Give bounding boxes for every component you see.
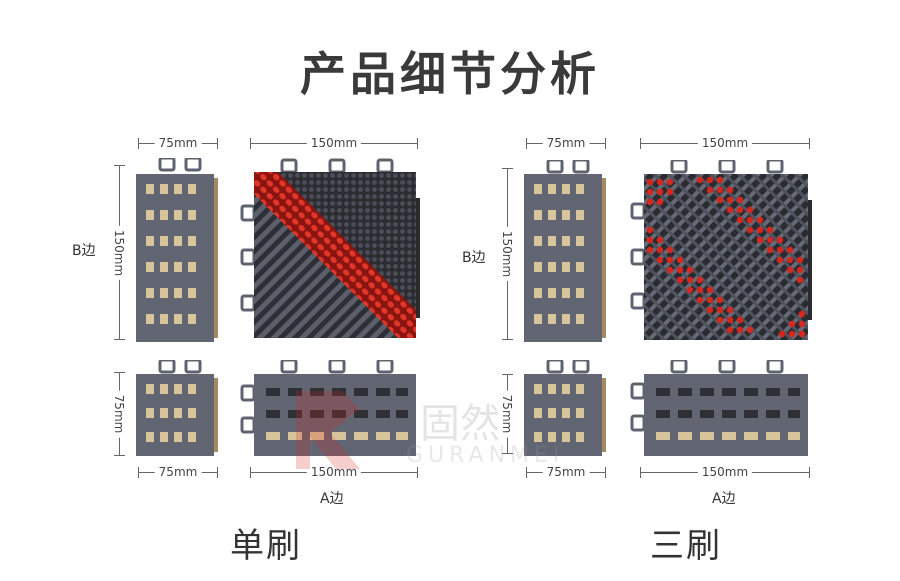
tile-wide-single: [240, 360, 416, 456]
dim-width-75-bottom-left: 75mm: [138, 465, 218, 479]
tile-wide-triple: [630, 360, 808, 456]
dim-height-75-left: 75mm: [112, 372, 126, 456]
b-side-label-right: B边: [462, 250, 486, 266]
dim-height-75-right: 75mm: [500, 374, 514, 454]
dim-width-150-bottom-left: 150mm: [250, 465, 418, 479]
dim-width-75-bottom-right: 75mm: [526, 465, 606, 479]
dim-height-150-left: 150mm: [112, 165, 126, 340]
dim-width-150-bottom-right: 150mm: [640, 465, 810, 479]
b-side-label-left: B边: [72, 243, 96, 259]
tile-narrow-tall-single: [136, 158, 218, 342]
brand-watermark: 固然 GURANMEI: [290, 385, 559, 479]
tile-square-single-brush: [240, 158, 420, 338]
dim-width-150-top-right: 150mm: [640, 136, 810, 150]
dim-height-150-right: 150mm: [500, 168, 514, 340]
brand-logo-icon: [296, 391, 360, 469]
dim-width-75-top-right: 75mm: [526, 136, 606, 150]
dim-width-150-top-left: 150mm: [250, 136, 418, 150]
caption-triple-brush: 三刷: [650, 526, 722, 566]
caption-single-brush: 单刷: [230, 526, 302, 566]
page-title: 产品细节分析: [300, 47, 600, 101]
dim-width-75-top-left: 75mm: [138, 136, 218, 150]
a-side-label-left: A边: [320, 491, 344, 507]
tile-small-square-single: [136, 360, 218, 456]
tile-narrow-tall-triple: [524, 160, 606, 342]
tile-small-square-triple: [524, 360, 606, 456]
a-side-label-right: A边: [712, 491, 736, 507]
tile-square-triple-brush: [630, 160, 812, 340]
